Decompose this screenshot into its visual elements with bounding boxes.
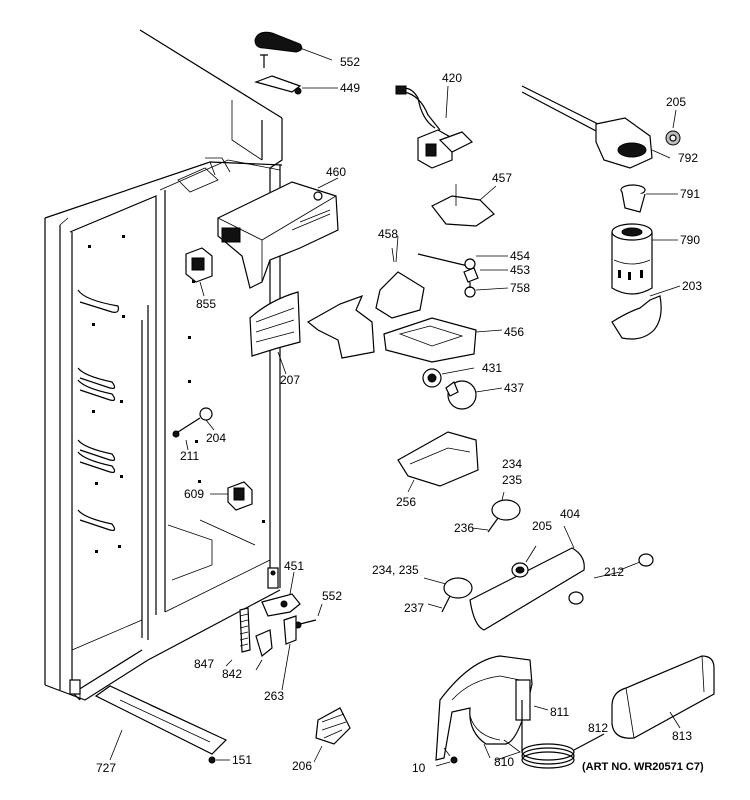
callout-457: 457 (492, 171, 512, 185)
callout-256: 256 (396, 495, 416, 509)
callout-609: 609 (184, 487, 204, 501)
callout-758: 758 (510, 281, 530, 295)
callout-790: 790 (680, 233, 700, 247)
callout-206: 206 (292, 759, 312, 773)
round-cover (313, 707, 351, 763)
callout-235: 235 (502, 473, 522, 487)
callout-456: 456 (504, 325, 524, 339)
callout-813: 813 (672, 729, 692, 743)
callout-205b: 205 (532, 519, 552, 533)
callout-236: 236 (454, 521, 474, 535)
callout-451: 451 (284, 559, 304, 573)
callout-460: 460 (326, 165, 346, 179)
callout-431: 431 (482, 361, 502, 375)
callout-812: 812 (588, 721, 608, 735)
callout-453: 453 (510, 263, 530, 277)
callout-404: 404 (560, 507, 580, 521)
light-socket-bulb (422, 367, 503, 410)
water-filter-assembly (521, 85, 681, 340)
water-line-assembly (435, 655, 605, 769)
leader-lines (391, 184, 491, 759)
callout-212: 212 (604, 565, 624, 579)
dispenser-bar (469, 525, 654, 631)
spring-rings (423, 491, 521, 613)
callout-791: 791 (680, 187, 700, 201)
dispenser-switch-harness (395, 85, 474, 169)
callout-234-235: 234, 235 (372, 563, 419, 577)
callout-211: 211 (180, 449, 199, 463)
callout-842: 842 (222, 667, 242, 681)
callout-810: 810 (494, 755, 514, 769)
top-hinge-parts (254, 31, 338, 95)
callout-811: 811 (550, 705, 569, 719)
bar-cover (611, 655, 715, 739)
callout-454: 454 (510, 249, 530, 263)
callout-203: 203 (682, 279, 702, 293)
callout-234: 234 (502, 457, 522, 471)
callout-263: 263 (264, 689, 284, 703)
callout-727: 727 (96, 761, 116, 775)
shelf-rails (77, 289, 119, 531)
dispenser-housing (185, 177, 339, 375)
callout-205: 205 (666, 95, 686, 109)
callout-855: 855 (196, 297, 216, 311)
callout-437: 437 (504, 381, 524, 395)
drip-tray (397, 431, 479, 493)
art-number: (ART NO. WR20571 C7) (582, 761, 704, 773)
callout-552b: 552 (322, 589, 342, 603)
ice-chute-parts (306, 185, 509, 363)
cabinet-fasteners (172, 407, 253, 511)
base-grille (94, 685, 230, 764)
callout-151: 151 (232, 753, 252, 767)
callout-207: 207 (280, 373, 300, 387)
callout-552: 552 (340, 55, 360, 69)
fresh-food-cabinet (44, 29, 283, 701)
callout-792: 792 (678, 151, 698, 165)
callout-labels: 552 449 420 205 792 791 790 203 460 457 … (96, 55, 704, 775)
callout-449: 449 (340, 81, 360, 95)
callout-420: 420 (442, 71, 462, 85)
callout-10: 10 (412, 761, 426, 775)
bottom-hinge-parts (225, 571, 323, 691)
callout-847: 847 (194, 657, 214, 671)
callout-458: 458 (378, 227, 398, 241)
callout-237: 237 (404, 601, 424, 615)
callout-204: 204 (206, 431, 226, 445)
